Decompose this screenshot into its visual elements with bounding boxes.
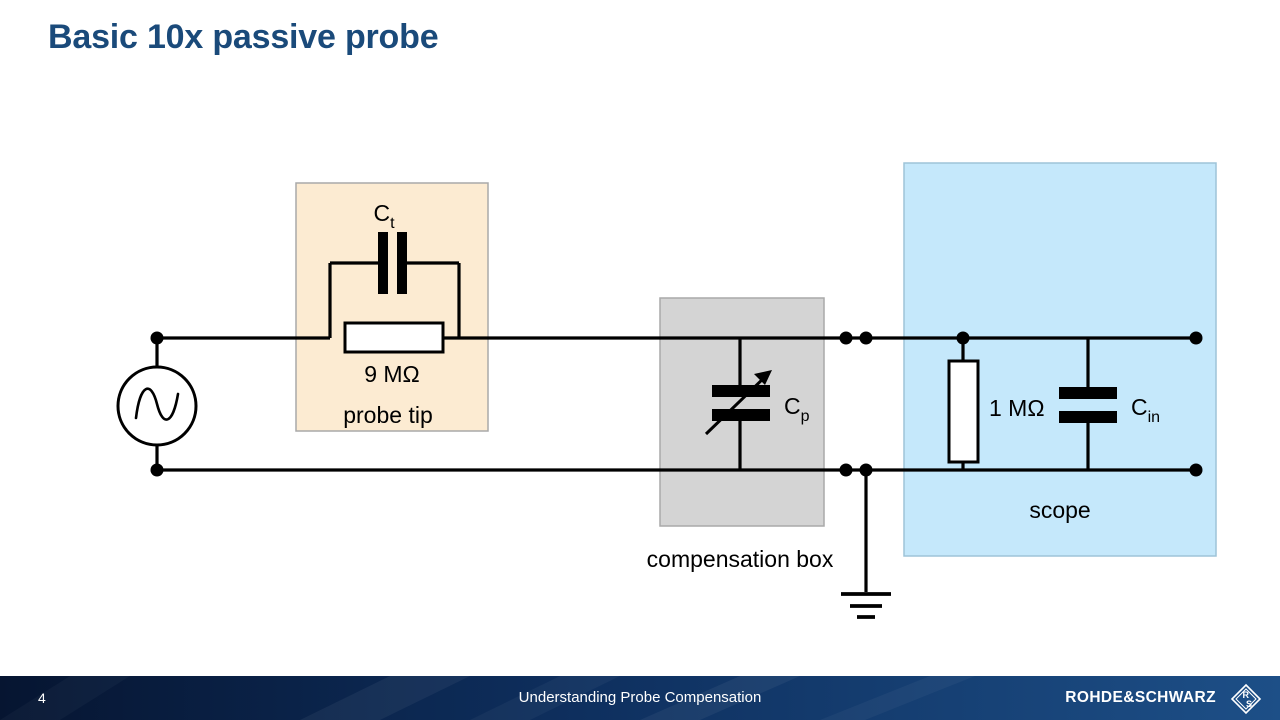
source-node-bottom: [150, 463, 164, 477]
scope-network: 1 MΩ Cin scope: [947, 331, 1160, 523]
compensation-network: Cp compensation box: [647, 338, 834, 572]
terminal-dot-bottom-right: [1189, 463, 1203, 477]
terminal-dot-top-right: [1189, 331, 1203, 345]
node-dot-compbox-out: [839, 331, 853, 345]
capacitor-cin-label: Cin: [1131, 394, 1160, 426]
source-node-top: [150, 331, 164, 345]
rohde-schwarz-logo-icon: R S: [1230, 683, 1262, 715]
svg-text:R: R: [1243, 690, 1250, 700]
resistor-1-megohm-label: 1 MΩ: [989, 395, 1045, 421]
circuit-diagram: Ct 9 MΩ probe tip Cp compensation box: [116, 162, 1217, 619]
variable-arrow-icon: [704, 372, 770, 436]
capacitor-cin: [1059, 387, 1117, 423]
variable-arrowhead-icon: [754, 370, 772, 385]
capacitor-ct-label: Ct: [373, 200, 395, 232]
resistor-9-megohm: [343, 321, 445, 354]
footer-bar: 4 Understanding Probe Compensation ROHDE…: [0, 676, 1280, 720]
ac-source: [116, 331, 198, 477]
variable-capacitor-cp-label: Cp: [784, 393, 810, 425]
resistor-9-megohm-label: 9 MΩ: [364, 361, 420, 387]
variable-capacitor-cp: [704, 370, 772, 436]
probe-tip-network: Ct 9 MΩ probe tip: [328, 200, 461, 428]
footer-subject-title: Understanding Probe Compensation: [518, 689, 762, 706]
scope-label: scope: [1029, 497, 1090, 523]
footer-background: [0, 676, 1280, 720]
node-dot-scope-in: [859, 331, 873, 345]
probe-tip-label: probe tip: [343, 402, 433, 428]
capacitor-ct: [378, 232, 407, 294]
probe-tip-box: [295, 182, 489, 432]
footer-company-name: ROHDE&SCHWARZ: [1065, 689, 1216, 706]
sine-wave-icon: [134, 387, 180, 421]
compensation-box-label: compensation box: [647, 546, 834, 572]
footer-page-number: 4: [38, 690, 46, 706]
ground-symbol: [841, 470, 891, 619]
svg-text:S: S: [1246, 699, 1252, 709]
node-dot-compbox-out-bottom: [839, 463, 853, 477]
page-title: Basic 10x passive probe: [48, 18, 439, 56]
resistor-1-megohm: [947, 359, 980, 464]
